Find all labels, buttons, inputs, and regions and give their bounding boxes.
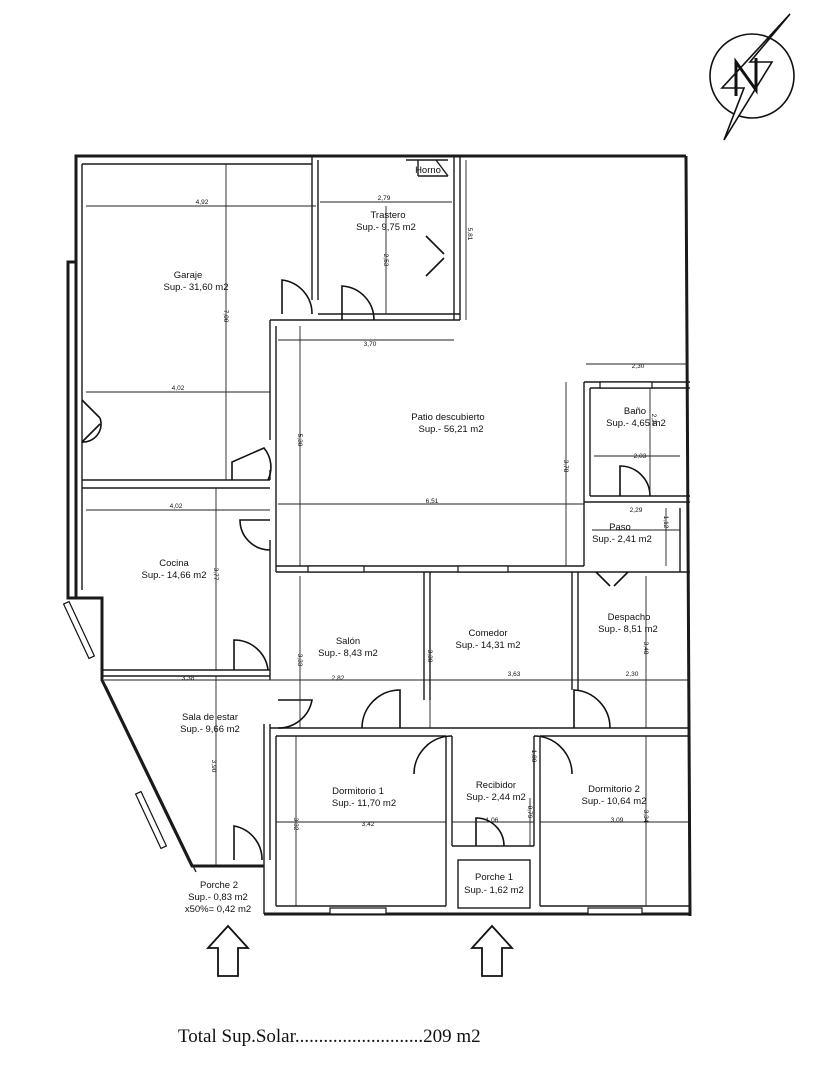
room-name-sala-de-estar: Sala de estar	[182, 712, 238, 723]
room-area-porche-2: Sup.- 0,83 m2	[188, 892, 248, 903]
room-area-comedor: Sup.- 14,31 m2	[456, 640, 521, 651]
room-area-patio: Sup.- 56,21 m2	[419, 424, 484, 435]
room-area-porche-1: Sup.- 1,62 m2	[464, 885, 524, 896]
dim-label: 3,77	[212, 568, 219, 581]
dim-label: 2,82	[332, 675, 345, 682]
dimension-labels: 4,92 2,79 2,53 5,81 7,00 3,70 4,02 5,30 …	[170, 195, 669, 831]
room-area-dormitorio-2: Sup.- 10,64 m2	[582, 796, 647, 807]
room-area-garaje: Sup.- 31,60 m2	[164, 282, 229, 293]
room-name-bano: Baño	[624, 406, 646, 417]
room-name-cocina: Cocina	[159, 558, 189, 569]
room-name-patio: Patio descubierto	[411, 412, 484, 423]
room-area-dormitorio-1: Sup.- 11,70 m2	[332, 798, 396, 809]
dim-label: 1,80	[530, 750, 537, 763]
room-name-trastero: Trastero	[370, 210, 405, 221]
total-label: Total Sup.Solar	[178, 1026, 295, 1047]
room-area-despacho: Sup.- 8,51 m2	[598, 624, 658, 635]
room-area-cocina: Sup.- 14,66 m2	[142, 570, 207, 581]
room-area-paso: Sup.- 2,41 m2	[592, 534, 652, 545]
dim-label: 2,03	[634, 453, 647, 460]
dim-label: 3,09	[611, 817, 624, 824]
room-name-salon: Salón	[336, 636, 360, 647]
room-name-recibidor: Recibidor	[476, 780, 516, 791]
dim-label: 1,12	[662, 516, 669, 529]
dim-label: 2,53	[382, 254, 389, 267]
dim-label: 3,90	[210, 760, 217, 773]
dim-label: 3,42	[362, 821, 375, 828]
dimension-lines	[86, 160, 690, 906]
total-dots: ...........................	[294, 1026, 424, 1047]
room-area-bano: Sup.- 4,65 m2	[606, 418, 666, 429]
dim-label: 6,51	[426, 498, 439, 505]
room-name-dormitorio-2: Dormitorio 2	[588, 784, 640, 795]
dim-label: 2,29	[630, 507, 643, 514]
room-name-porche-1: Porche 1	[475, 872, 513, 883]
dim-label: 7,00	[222, 310, 229, 323]
dim-label: 3,32	[292, 818, 299, 831]
dim-label: 1,06	[486, 817, 499, 824]
dim-label: 3,78	[562, 460, 569, 473]
dim-label: 2,30	[632, 363, 645, 370]
room-name-garaje: Garaje	[174, 270, 203, 281]
room-name-paso: Paso	[609, 522, 631, 533]
dim-label: 4,92	[196, 199, 209, 206]
entrance-arrow-icon	[469, 924, 515, 977]
dim-label: 3,38	[182, 675, 195, 682]
dim-label: 2,29	[650, 414, 657, 427]
dim-label: 4,02	[170, 503, 183, 510]
dim-label: 3,63	[508, 671, 521, 678]
room-name-despacho: Despacho	[608, 612, 651, 623]
room-labels: Horno Trastero Sup.- 9,75 m2 Garaje Sup.…	[142, 165, 666, 915]
dim-label: 5,30	[296, 434, 303, 447]
room-area-trastero: Sup.- 9,75 m2	[356, 222, 416, 233]
room-area-sala-de-estar: Sup.- 9,66 m2	[180, 724, 240, 735]
total-value: 209 m2	[423, 1026, 481, 1047]
dim-label: 2,79	[378, 195, 391, 202]
dim-label: 4,02	[172, 385, 185, 392]
room-area-porche-2-reduced: x50%= 0,42 m2	[185, 904, 251, 915]
dim-label: 3,48	[642, 642, 649, 655]
room-area-recibidor: Sup.- 2,44 m2	[466, 792, 526, 803]
entrance-arrow-icon	[205, 924, 251, 977]
room-name-porche-2: Porche 2	[200, 880, 238, 891]
doors	[81, 235, 651, 861]
room-name-dormitorio-1: Dormitorio 1	[332, 786, 384, 797]
room-name-comedor: Comedor	[468, 628, 507, 639]
dim-label: 3,34	[642, 810, 649, 823]
room-area-salon: Sup.- 8,43 m2	[318, 648, 378, 659]
dim-label: 5,81	[466, 228, 473, 241]
dim-label: 2,30	[626, 671, 639, 678]
windows	[62, 381, 653, 915]
entrance-arrows	[205, 924, 515, 977]
dim-label: 3,33	[296, 654, 303, 667]
total-surface: Total Sup.Solar.........................…	[178, 1026, 481, 1048]
dim-label: 3,70	[364, 341, 377, 348]
dim-label: 3,30	[426, 650, 433, 663]
north-arrow-icon	[709, 13, 795, 141]
room-name-horno: Horno	[415, 165, 441, 176]
dim-label: 0,79	[526, 806, 533, 819]
